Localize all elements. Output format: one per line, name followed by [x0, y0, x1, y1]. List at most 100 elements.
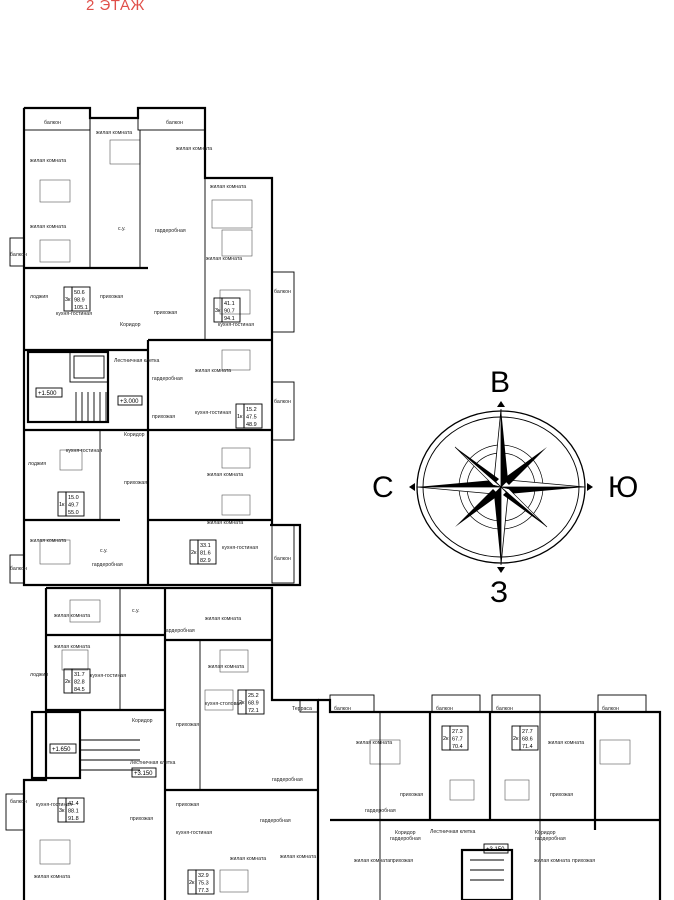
svg-text:2к: 2к: [191, 550, 197, 556]
room-label: Коридор: [132, 718, 153, 724]
svg-text:49.7: 49.7: [68, 503, 79, 509]
room-label: кухня-гостиная: [90, 673, 126, 679]
svg-text:3к: 3к: [59, 808, 65, 814]
svg-text:25.2: 25.2: [248, 693, 259, 699]
svg-text:55.0: 55.0: [68, 510, 79, 516]
room-label: гардеробная: [152, 376, 183, 382]
room-label: жилая комната: [30, 158, 66, 164]
room-label: балкон: [10, 566, 27, 572]
svg-text:3к: 3к: [215, 308, 221, 314]
apartment-boxes: 3к 50.6 98.9 105.1 3к 41.1 90.7 94.1 1к …: [57, 286, 539, 895]
room-label: Коридор: [395, 830, 416, 836]
room-label: прихожая: [130, 816, 153, 822]
room-label: жилая комната: [206, 256, 242, 262]
svg-text:75.3: 75.3: [198, 881, 209, 887]
level-marker: +3.150: [134, 771, 153, 777]
room-label: с.у.: [100, 548, 108, 554]
floor-title: 2 ЭТАЖ: [86, 0, 145, 14]
room-label: жилая комната: [30, 224, 66, 230]
room-label: жилая комната: [230, 856, 266, 862]
svg-text:1к: 1к: [237, 414, 243, 420]
compass-north-label: В: [490, 366, 510, 399]
room-label: жилая комната: [534, 858, 570, 864]
room-label: балкон: [274, 556, 291, 562]
room-label: лоджия: [28, 461, 46, 467]
room-label: прихожая: [124, 480, 147, 486]
room-label: жилая комната: [96, 130, 132, 136]
room-label: лоджия: [30, 672, 48, 678]
apartment-box: 2к 31.7 82.8 84.5: [63, 668, 91, 694]
room-label: прихожая: [400, 792, 423, 798]
svg-text:68.6: 68.6: [522, 737, 533, 743]
room-label: гардеробная: [260, 818, 291, 824]
compass-rose: [409, 401, 593, 573]
svg-text:72.1: 72.1: [248, 708, 259, 714]
room-label: кухня-гостиная: [195, 410, 231, 416]
room-label: Коридор: [120, 322, 141, 328]
svg-text:27.3: 27.3: [452, 729, 463, 735]
room-label: жилая комната: [280, 854, 316, 860]
svg-text:1к: 1к: [59, 502, 65, 508]
room-label: балкон: [10, 799, 27, 805]
room-label: с.у.: [118, 226, 126, 232]
svg-text:84.5: 84.5: [74, 687, 85, 693]
room-label: гардеробная: [535, 836, 566, 842]
room-label: балкон: [44, 120, 61, 126]
room-label: кухня-столовая: [205, 701, 242, 707]
room-label: Лестничная клетка: [130, 760, 176, 766]
svg-text:68.9: 68.9: [248, 701, 259, 707]
tower-b-walls: [5, 586, 320, 900]
svg-text:70.4: 70.4: [452, 744, 463, 750]
room-label: балкон: [436, 706, 453, 712]
svg-text:31.7: 31.7: [74, 672, 85, 678]
room-label: кухня-гостиная: [66, 448, 102, 454]
room-label: гардеробная: [272, 777, 303, 783]
room-label: гардеробная: [365, 808, 396, 814]
room-label: прихожая: [390, 858, 413, 864]
room-label: Лестничная клетка: [430, 829, 476, 835]
room-label: жилая комната: [548, 740, 584, 746]
room-label: Лестничная клетка: [114, 358, 160, 364]
interior-details: [39, 118, 631, 900]
room-label: жилая комната: [356, 740, 392, 746]
level-markers: +1.500 +3.000 +1.650 +3.150 +3.150: [35, 387, 509, 854]
apartment-box: 3к 50.6 98.9 105.1: [63, 286, 91, 312]
room-label: балкон: [602, 706, 619, 712]
room-label: прихожая: [154, 310, 177, 316]
apartment-box: 2к 27.7 68.6 71.4: [511, 725, 539, 751]
room-label: кухня-гостиная: [222, 545, 258, 551]
room-label: лоджия: [30, 294, 48, 300]
svg-text:48.9: 48.9: [246, 422, 257, 428]
svg-text:27.7: 27.7: [522, 729, 533, 735]
svg-text:2к: 2к: [443, 736, 449, 742]
room-labels: балкон балкон жилая комната жилая комнат…: [10, 120, 619, 880]
room-label: балкон: [274, 289, 291, 295]
apartment-box: 2к 27.3 67.7 70.4: [441, 725, 469, 751]
svg-text:88.1: 88.1: [68, 809, 79, 815]
svg-text:2к: 2к: [239, 700, 245, 706]
apartment-box: 1к 15.0 49.7 55.0: [57, 491, 85, 517]
room-label: Коридор: [124, 432, 145, 438]
svg-text:77.3: 77.3: [198, 888, 209, 894]
room-label: прихожая: [100, 294, 123, 300]
room-label: Терраса: [292, 706, 312, 712]
compass-south-label: З: [490, 576, 508, 609]
svg-text:2к: 2к: [513, 736, 519, 742]
room-label: жилая комната: [354, 858, 390, 864]
tower-a-walls: [9, 106, 302, 587]
svg-text:67.7: 67.7: [452, 737, 463, 743]
room-label: гардеробная: [164, 628, 195, 634]
room-label: жилая комната: [176, 146, 212, 152]
svg-text:82.8: 82.8: [74, 680, 85, 686]
level-marker: +1.500: [38, 391, 57, 397]
room-label: балкон: [10, 252, 27, 258]
room-label: жилая комната: [205, 616, 241, 622]
room-label: Коридор: [535, 830, 556, 836]
apartment-box: 1к 15.2 47.5 48.9: [235, 403, 263, 429]
room-label: прихожая: [176, 722, 199, 728]
room-label: прихожая: [572, 858, 595, 864]
compass-east-label: Ю: [608, 471, 638, 504]
apartment-box: 2к 32.9 75.3 77.3: [187, 869, 215, 895]
room-label: прихожая: [550, 792, 573, 798]
